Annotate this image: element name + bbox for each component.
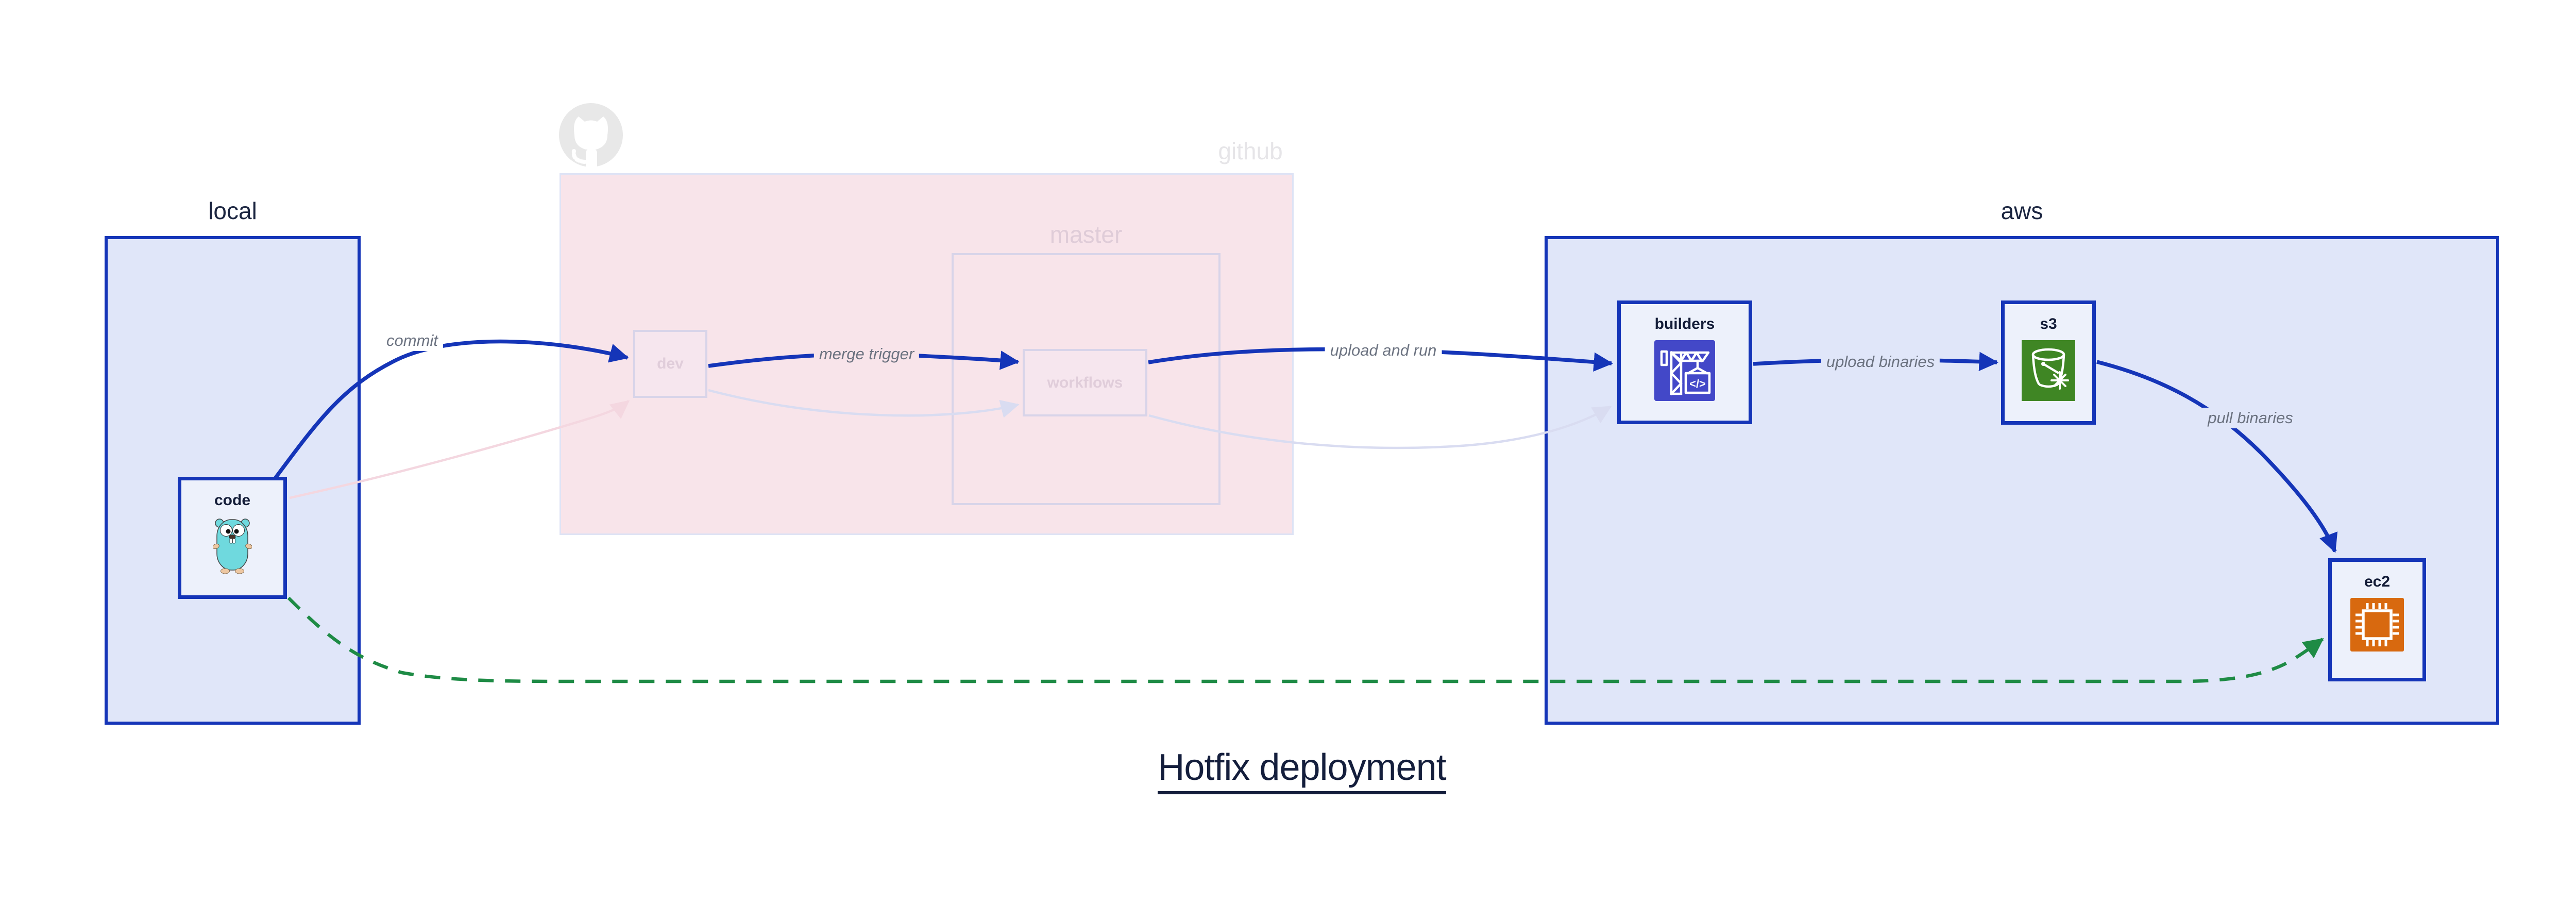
node-dev: dev <box>633 330 707 398</box>
s3-bucket-icon <box>2022 340 2075 401</box>
edge-label-merge-trigger: merge trigger <box>814 344 920 364</box>
diagram-title-text: Hotfix deployment <box>1158 747 1447 794</box>
node-ec2: ec2 <box>2328 558 2426 681</box>
edge-label-upload-binaries: upload binaries <box>1821 352 1940 372</box>
node-code-label: code <box>214 492 251 509</box>
builders-icon-code-glyph: </> <box>1689 377 1706 390</box>
node-builders-label: builders <box>1654 315 1715 332</box>
node-s3: s3 <box>2001 300 2096 425</box>
codebuild-crane-icon: </> <box>1654 340 1715 401</box>
edge-label-commit: commit <box>381 330 443 351</box>
node-s3-label: s3 <box>2040 315 2057 332</box>
ec2-chip-icon <box>2350 598 2404 652</box>
node-dev-label: dev <box>657 355 684 372</box>
edge-label-pull-binaries: pull binaries <box>2202 408 2298 428</box>
github-group-label: github <box>1218 138 1283 164</box>
master-subgroup-label: master <box>1049 221 1123 248</box>
node-workflows: workflows <box>1023 349 1147 416</box>
node-builders: builders </> <box>1617 300 1752 424</box>
github-octocat-icon <box>559 103 623 171</box>
go-gopher-icon <box>213 519 252 574</box>
local-group-label: local <box>208 197 257 224</box>
edge-label-upload-and-run: upload and run <box>1325 340 1442 361</box>
diagram-title: Hotfix deployment <box>0 746 2576 794</box>
aws-group-label: aws <box>2001 197 2043 224</box>
node-code: code <box>178 477 287 599</box>
node-ec2-label: ec2 <box>2364 573 2391 590</box>
node-workflows-label: workflows <box>1047 374 1123 391</box>
